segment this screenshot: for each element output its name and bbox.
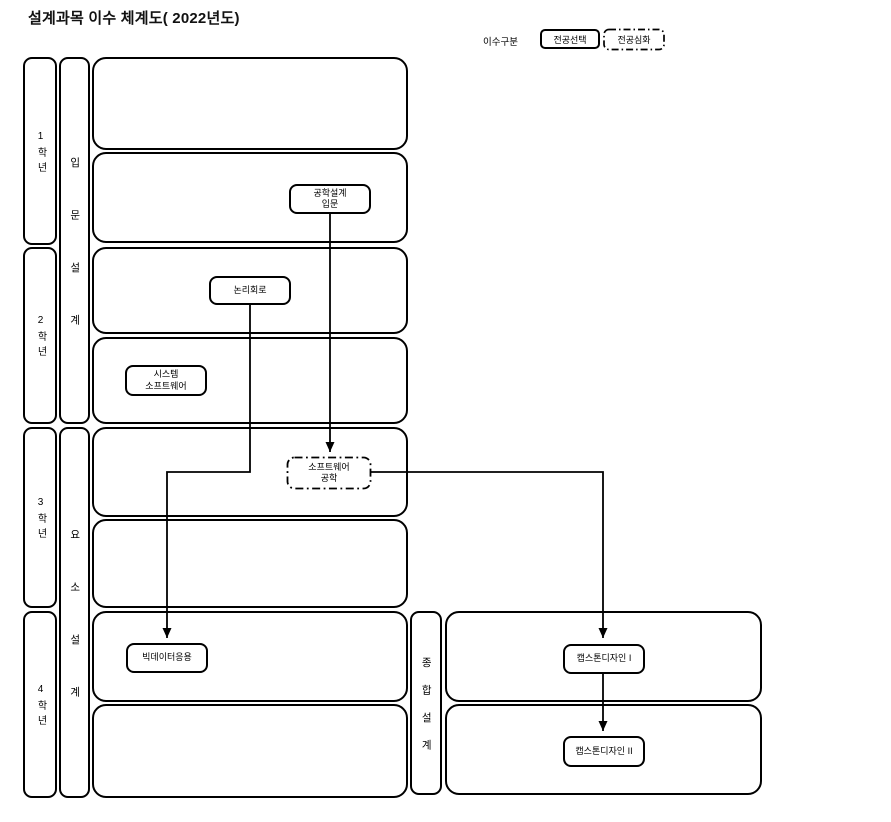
legend-item-major-elective: 전공선택 [540,29,600,49]
legend-item-label: 전공선택 [553,34,587,45]
grade-cell-year3: 3학년 [23,427,57,608]
course-software-engineering: 소프트웨어 공학 [308,461,350,484]
semester-panel-8 [92,704,408,798]
grade-cell-year1: 1학년 [23,57,57,245]
legend-item-label: 전공심화 [617,34,651,45]
grade-cell-year4: 4학년 [23,611,57,798]
stage-cell-introductory-design: 입문설계 [59,57,90,424]
grade-label-year2: 2학년 [35,315,46,361]
course-system-software: 시스템 소프트웨어 [125,365,207,396]
grade-cell-year2: 2학년 [23,247,57,424]
grade-label-year1: 1학년 [35,130,46,177]
semester-panel-1 [92,57,408,150]
stage-cell-capstone-design: 종합설계 [410,611,442,795]
course-capstone-design-2: 캡스톤디자인 II [563,736,645,767]
course-bigdata-applications: 빅데이터응용 [126,643,208,673]
grade-label-year4: 4학년 [35,684,46,730]
stage-label-introductory-design: 입문설계 [68,156,81,367]
course-capstone-design-1: 캡스톤디자인 I [563,644,645,674]
semester-panel-6 [92,519,408,608]
stage-label-capstone-design: 종합설계 [420,656,433,767]
stage-cell-element-design: 요소설계 [59,427,90,798]
grade-label-year3: 3학년 [35,497,46,543]
course-intro-engineering-design: 공학설계 입문 [289,184,371,214]
legend-item-major-advanced: 전공심화 [604,29,664,49]
legend-label: 이수구분 [483,37,518,48]
course-logic-circuits: 논리회로 [209,276,291,305]
stage-label-element-design: 요소설계 [68,528,81,739]
page-title: 설계과목 이수 체계도( 2022년도) [28,10,240,27]
